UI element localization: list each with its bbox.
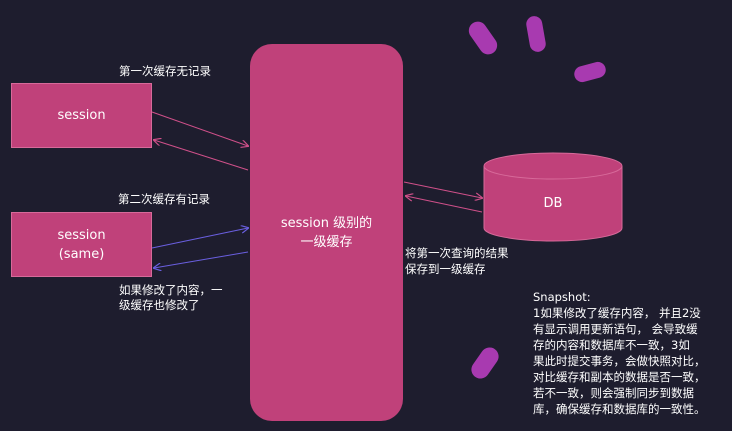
arrow-cache-to-session (154, 140, 249, 171)
session-box-second-label: session (57, 227, 106, 243)
label-save-line1: 将第一次查询的结果 (405, 246, 509, 260)
snapshot-line: 若不一致，则会强制同步到数据 (533, 386, 694, 400)
snapshot-line: 1如果修改了缓存内容， 并且2没 (533, 306, 701, 320)
label-modified-line1: 如果修改了内容，一 (119, 283, 223, 297)
arrow-session-to-cache (151, 111, 248, 146)
snapshot-line: 库，确保缓存和数据库的一致性。 (533, 402, 706, 416)
session-box-second-sublabel: (same) (58, 246, 105, 262)
snapshot-line: 对比缓存和副本的数据是否一致， (533, 370, 706, 384)
cache-label-line2: 一级缓存 (300, 234, 353, 250)
cache-label-line1: session 级别的 (280, 215, 373, 231)
db-cylinder (483, 152, 623, 242)
session-box-second: session (same) (11, 212, 152, 277)
snapshot-line: 有显示调用更新语句， 会导致缓 (533, 322, 698, 336)
arrow-db-to-cache (406, 196, 483, 213)
snapshot-note: Snapshot: 1如果修改了缓存内容， 并且2没 有显示调用更新语句， 会导… (533, 289, 731, 417)
session-box-first-label: session (57, 108, 106, 123)
snapshot-line: 果此时提交事务，会做快照对比， (533, 354, 706, 368)
first-level-cache: session 级别的 一级缓存 (250, 44, 403, 421)
label-modified-line2: 级缓存也修改了 (119, 298, 200, 312)
snapshot-title: Snapshot: (533, 290, 591, 304)
arrow-cache-to-db (403, 181, 482, 198)
decorative-capsules (468, 16, 606, 379)
session-box-first: session (11, 83, 152, 148)
label-second-hit: 第二次缓存有记录 (118, 192, 210, 206)
arrow-session2-to-cache (151, 228, 248, 249)
db-label: DB (543, 196, 563, 211)
arrow-cache-to-session2 (154, 251, 249, 268)
label-first-miss: 第一次缓存无记录 (119, 64, 211, 78)
label-save-line2: 保存到一级缓存 (405, 262, 486, 276)
snapshot-line: 存的内容和数据库不一致，3如 (533, 338, 690, 352)
